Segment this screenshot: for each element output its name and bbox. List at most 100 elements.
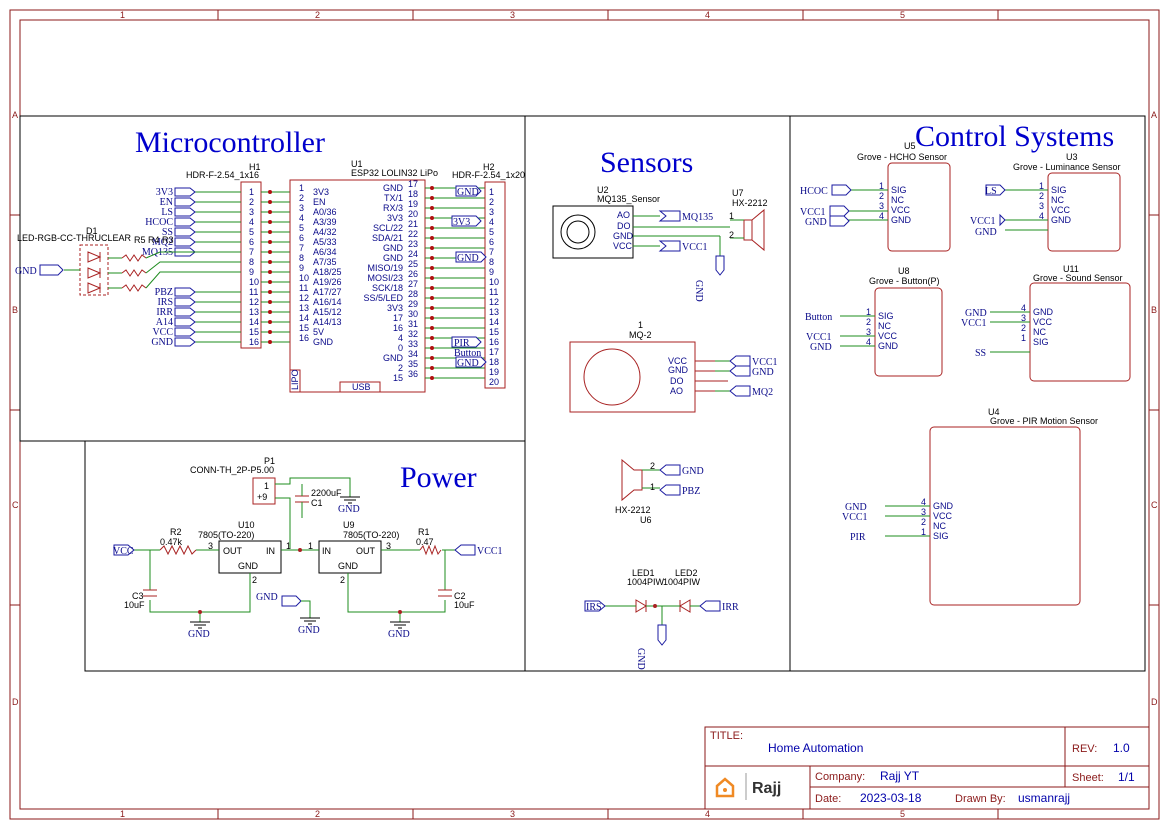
u1-right-junction <box>430 366 434 370</box>
u1-right-pin-number: 21 <box>408 219 418 229</box>
u3-pin-number: 4 <box>1039 211 1044 221</box>
u8-pin-number: 4 <box>866 337 871 347</box>
h1-junction <box>268 280 272 284</box>
c2-capacitor[interactable]: C2 10uF <box>438 589 475 610</box>
h1-ref: H1 <box>249 162 261 172</box>
h1-body <box>240 181 262 349</box>
company-value: Rajj YT <box>880 769 920 783</box>
u8-pin-number: 1 <box>866 307 871 317</box>
u1-right-pin-number: 32 <box>408 329 418 339</box>
u5-body <box>887 162 951 252</box>
d1-diodes <box>87 251 102 294</box>
u9-pin-in: IN <box>322 546 331 556</box>
h1-pin-number: 12 <box>249 297 259 307</box>
u1-ref: U1 <box>351 159 363 169</box>
block-borders <box>19 115 1146 672</box>
h1-net-flag <box>174 297 196 307</box>
svg-text:GND: GND <box>965 308 987 319</box>
zone-row-right: A <box>1151 110 1157 120</box>
r2-value: 0.47k <box>160 537 183 547</box>
u7-speaker[interactable]: U7 HX-2212 1 2 <box>729 188 768 252</box>
ir-leds[interactable]: LED1 1004PIW LED2 1004PIW IRS GND IRR <box>584 568 739 670</box>
u10-num-3: 3 <box>208 541 213 551</box>
c1-capacitor[interactable]: 2200uF C1 GND <box>295 484 360 518</box>
h1-pin-number: 9 <box>249 267 254 277</box>
c3-ref: C3 <box>132 591 144 601</box>
u1-left-pin-number: 7 <box>299 243 304 253</box>
u4-pin-number: 4 <box>921 497 926 507</box>
svg-text:MQ135: MQ135 <box>682 212 713 223</box>
h2-header[interactable]: H2 HDR-F-2.54_1x20 123456789101112131415… <box>451 162 525 389</box>
u5-net-hcoc: HCOC <box>800 184 852 197</box>
title-value: Home Automation <box>768 741 863 755</box>
u11-ref: U11 <box>1063 264 1079 274</box>
h2-pin-number: 14 <box>489 317 499 327</box>
zone-col-bottom: 3 <box>510 809 515 819</box>
h1-header[interactable]: H1 HDR-F-2.54_1x16 13V32EN3LS4HCOC5SS6MQ… <box>142 162 290 349</box>
r1-resistor[interactable]: R1 0.47 <box>416 527 442 556</box>
control-block <box>789 115 1146 672</box>
u1-left-pin-name: A17/27 <box>313 287 342 297</box>
u1-right-pin-name: 3V3 <box>387 303 403 313</box>
u10-regulator[interactable]: U10 7805(TO-220) OUT IN GND 3 1 2 <box>198 520 291 585</box>
h1-junction <box>268 270 272 274</box>
led1-ref: LED1 <box>632 568 655 578</box>
u9-regulator[interactable]: U9 7805(TO-220) IN OUT GND 1 3 2 <box>308 520 399 585</box>
u2-mq135-sensor[interactable]: U2 MQ135_Sensor AO DO GND VCC MQ135 VCC1… <box>552 185 730 302</box>
c3-capacitor[interactable]: C3 10uF <box>124 589 157 610</box>
h1-net-flag <box>174 287 196 297</box>
u1-left-pin-name: A4/32 <box>313 227 337 237</box>
h1-net-flag <box>174 227 196 237</box>
h1-pin-rows: 13V32EN3LS4HCOC5SS6MQ27MQ135891011PBZ12I… <box>142 187 290 348</box>
power-junction-2 <box>198 610 202 614</box>
u5-pin-name: GND <box>891 215 912 225</box>
logo-icon <box>715 773 747 800</box>
c1-ref: C1 <box>311 498 323 508</box>
mq2-sensor[interactable]: 1 MQ-2 VCC GND DO AO VCC1 GND MQ2 <box>569 320 778 413</box>
u1-left-pin-number: 12 <box>299 293 309 303</box>
sheet-value: 1/1 <box>1118 770 1135 784</box>
h2-pin-number: 10 <box>489 277 499 287</box>
u6-buzzer[interactable]: 2 1 GND PBZ HX-2212 U6 <box>615 458 704 525</box>
u1-right-junction <box>430 316 434 320</box>
h2-name: HDR-F-2.54_1x20 <box>452 170 525 180</box>
svg-text:GND: GND <box>810 342 832 353</box>
u4-pin-name: NC <box>933 521 946 531</box>
logo-text: Rajj <box>752 780 781 797</box>
u1-left-pin-number: 15 <box>299 323 309 333</box>
u1-right-pin-number: 22 <box>408 229 418 239</box>
h1-junction <box>268 240 272 244</box>
mq2-ref: 1 <box>638 320 643 330</box>
u1-lipo-box <box>289 369 301 393</box>
u1-right-pin-name: 4 <box>398 333 403 343</box>
u1-right-pin-number: 29 <box>408 299 418 309</box>
u8-net-gnd: GND <box>810 342 832 353</box>
u1-right-junction <box>430 336 434 340</box>
u1-right-pin-name: 0 <box>398 343 403 353</box>
h2-net-gnd-1: GND <box>455 185 482 198</box>
svg-text:VCC1: VCC1 <box>477 546 503 557</box>
u3-pin-name: GND <box>1051 215 1072 225</box>
u2-body <box>552 205 634 259</box>
rgb-led-d1[interactable]: D1 LED-RGB-CC-THRUCLEAR GND R5 R4 R3 <box>15 226 241 296</box>
u1-usb-box <box>339 381 381 393</box>
mq2-pin-do: DO <box>670 376 684 386</box>
r2-resistor[interactable]: R2 0.47k <box>159 527 197 556</box>
u4-pin-name: GND <box>933 501 954 511</box>
zone-col-top: 3 <box>510 10 515 20</box>
svg-text:MQ2: MQ2 <box>752 387 773 398</box>
h2-pin-number: 16 <box>489 337 499 347</box>
u10-num-1: 1 <box>286 541 291 551</box>
u6-net-gnd: GND <box>659 464 704 477</box>
u1-right-pin-number: 20 <box>408 209 418 219</box>
u11-pin-name: SIG <box>1033 337 1049 347</box>
sheet-label: Sheet: <box>1072 772 1104 784</box>
p1-connector[interactable]: P1 CONN-TH_2P-P5.00 1 +9 <box>190 456 351 548</box>
